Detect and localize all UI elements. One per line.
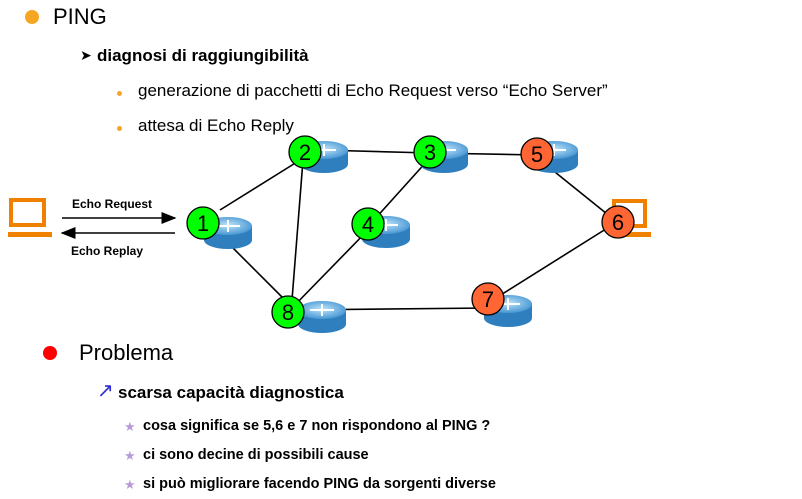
link-3-4 — [373, 159, 429, 221]
star-bullet-icon: ★ — [124, 419, 136, 434]
node-1-circle — [186, 206, 220, 240]
question-2: ci sono decine di possibili cause — [143, 447, 369, 463]
node-6-label: 6 — [612, 210, 624, 235]
heading-problema: Problema — [79, 340, 174, 365]
node-2-circle — [288, 135, 322, 169]
node-2-label: 2 — [299, 140, 311, 165]
orange-dot-icon — [117, 126, 122, 131]
node-4-label: 4 — [362, 212, 374, 237]
node-4-circle — [351, 207, 385, 241]
subheading-scarsa: scarsa capacità diagnostica — [118, 383, 344, 402]
diagonal-arrow-icon: ↗ — [97, 380, 114, 402]
star-bullet-icon: ★ — [124, 448, 136, 463]
router-8-icon — [298, 301, 346, 333]
node-8-circle — [271, 295, 305, 329]
subheading-diagnosi: diagnosi di raggiungibilità — [97, 46, 309, 65]
link-1-8 — [224, 239, 291, 306]
node-3-label: 3 — [424, 140, 436, 165]
node-5-circle — [520, 137, 554, 171]
link-1-2 — [219, 156, 306, 211]
node-8-label: 8 — [282, 300, 294, 325]
heading-ping: PING — [53, 4, 107, 29]
node-6-circle — [601, 205, 635, 239]
arrowhead-bullet-icon: ➤ — [80, 47, 92, 63]
node-3-circle — [413, 135, 447, 169]
node-7-label: 7 — [482, 287, 494, 312]
orange-dot-icon — [117, 91, 122, 96]
node-7-circle — [471, 282, 505, 316]
node-1-label: 1 — [197, 211, 209, 236]
question-3: si può migliorare facendo PING da sorgen… — [143, 476, 496, 492]
star-bullet-icon: ★ — [124, 477, 136, 492]
link-2-8 — [291, 159, 304, 301]
link-4-8 — [289, 227, 371, 311]
echo-request-label: Echo Request — [72, 197, 152, 211]
echo-replay-label: Echo Replay — [71, 244, 143, 258]
question-1: cosa significa se 5,6 e 7 non rispondono… — [143, 418, 491, 434]
link-6-7 — [487, 221, 618, 304]
host-left-icon — [8, 198, 52, 237]
node-5-label: 5 — [531, 142, 543, 167]
router-icons — [204, 141, 578, 333]
orange-bullet-icon — [25, 10, 39, 24]
item-attesa: attesa di Echo Reply — [138, 116, 294, 135]
item-generazione: generazione di pacchetti di Echo Request… — [138, 81, 608, 100]
red-bullet-icon — [43, 346, 57, 360]
